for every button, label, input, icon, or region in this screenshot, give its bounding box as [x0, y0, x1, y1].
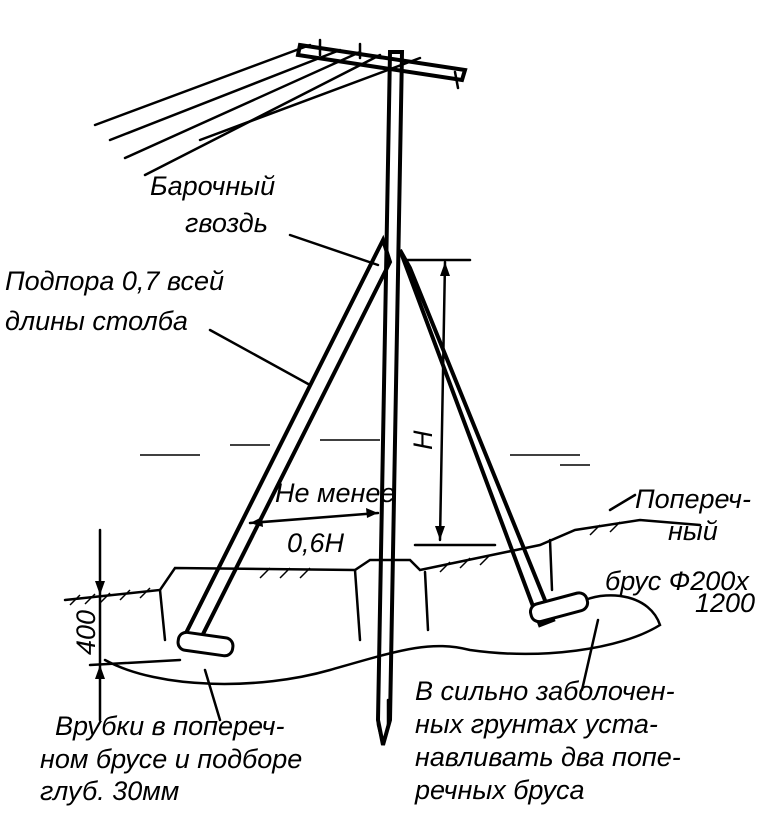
crossarm	[295, 38, 468, 90]
notches-label-3: глуб. 30мм	[40, 776, 179, 806]
crossbars	[176, 591, 590, 658]
height-label: Н	[408, 430, 438, 450]
strut-label-2: длины столба	[5, 306, 188, 336]
min-distance-label-2: 0,6Н	[287, 528, 345, 558]
swamp-label-1: В сильно заболочен-	[415, 676, 675, 706]
wires	[93, 43, 422, 177]
pole	[375, 50, 405, 746]
ground	[63, 439, 702, 686]
nail-leader	[288, 233, 380, 267]
min-distance-label-1: Не менее	[275, 478, 395, 508]
notches-label-1: Врубки в попереч-	[55, 711, 285, 741]
nail-label-2: гвоздь	[185, 208, 268, 238]
depth-dimension	[88, 528, 182, 722]
strut-leader	[208, 328, 312, 387]
swamp-label-3: навливать два попе-	[415, 742, 681, 772]
swamp-leader	[580, 618, 600, 692]
nail-label-1: Барочный	[150, 171, 275, 201]
depth-label: 400	[71, 610, 101, 655]
notch-leader	[203, 668, 222, 722]
crossbar-label-1: Попереч-	[635, 484, 751, 514]
crossbar-label-3: брус Ф200х	[605, 566, 750, 596]
strut-label-1: Подпора 0,7 всей	[5, 266, 224, 296]
crossbar-label-4: 1200	[695, 588, 755, 618]
crossbar-label-2: ный	[668, 516, 718, 546]
swamp-label-2: ных грунтах уста-	[415, 709, 658, 739]
pole-tip	[376, 698, 390, 746]
crossbar-leader	[608, 493, 637, 512]
notches-label-2: ном брусе и подборе	[40, 744, 302, 774]
min-distance-dimension	[248, 508, 380, 527]
height-dimension	[403, 258, 497, 547]
swamp-label-4: речных бруса	[414, 775, 585, 805]
